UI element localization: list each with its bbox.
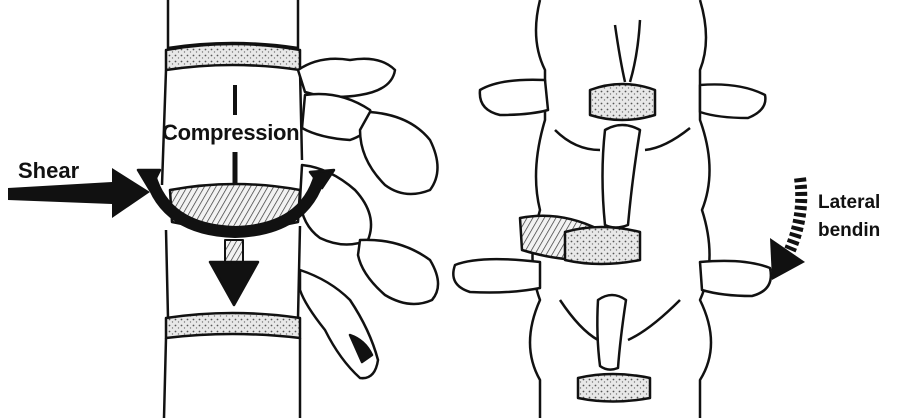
mid-disc-cap [565, 227, 640, 264]
spinous-process-mid [360, 112, 438, 194]
lower-spinous-cap [578, 374, 650, 402]
lateral-bending-label-line1: Lateral [818, 192, 880, 214]
lower-transverse-process-right [700, 261, 771, 296]
compression-arrow [210, 240, 258, 305]
upper-transverse-process-left [480, 80, 548, 115]
compression-label: Compression [162, 120, 299, 146]
spinous-process-lower [358, 240, 438, 304]
lateral-bending-label-line2: bendin [818, 220, 880, 242]
spinous-process-right [603, 125, 641, 228]
lateral-bending-arrow [770, 178, 805, 280]
spinous-process-lower-posterior [597, 295, 626, 370]
inferior-articular-process [300, 270, 378, 378]
shear-label: Shear [18, 158, 79, 184]
lower-disc [166, 313, 300, 338]
upper-vertebral-body [168, 0, 298, 48]
upper-posterior-process [298, 59, 395, 97]
lower-transverse-process-left [453, 259, 540, 292]
upper-transverse-process-right [700, 84, 765, 118]
left-spine-lateral-view [138, 0, 438, 418]
upper-disc [166, 44, 300, 70]
right-spine-posterior-view [453, 0, 771, 418]
upper-spinous-cap [590, 84, 655, 120]
